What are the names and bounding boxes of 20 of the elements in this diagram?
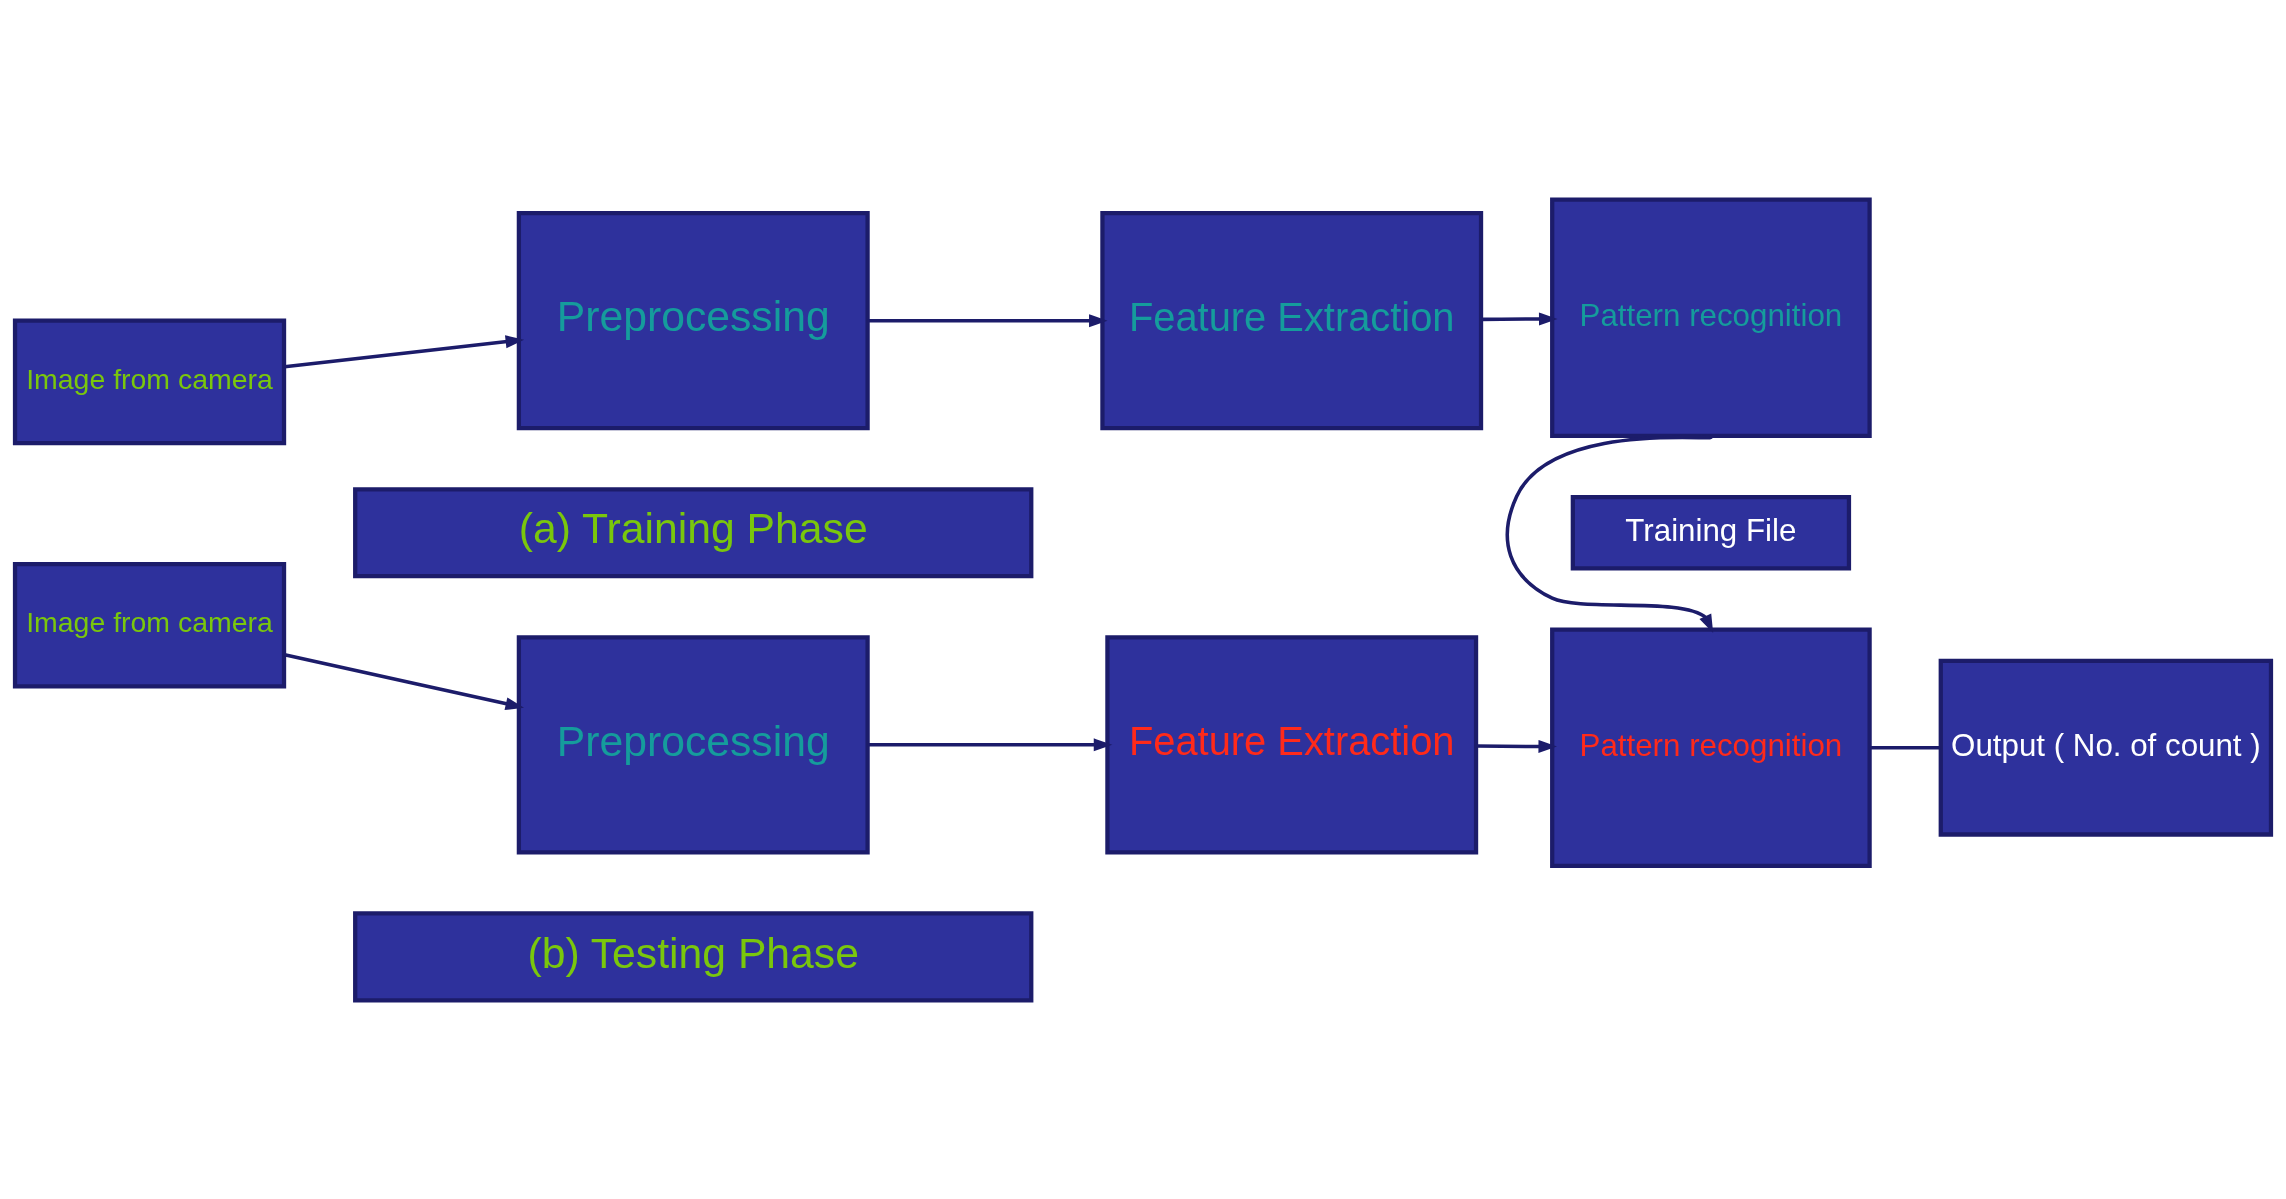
node-box: Image from camera — [12, 561, 287, 689]
arrow — [1505, 435, 1714, 633]
arrow — [1481, 312, 1558, 325]
arrow — [284, 652, 525, 710]
node-box: (a) Training Phase — [353, 486, 1034, 578]
connector — [1870, 745, 1941, 749]
node-box: Pattern recognition — [1550, 626, 1872, 868]
arrow — [867, 313, 1108, 327]
node-box: Image from camera — [12, 318, 287, 445]
arrow — [1476, 739, 1557, 753]
arrow — [284, 334, 525, 368]
node-box: Feature Extraction — [1100, 210, 1484, 430]
node-box: Output ( No. of count ) — [1938, 658, 2274, 837]
node-box: Feature Extraction — [1105, 634, 1479, 854]
node-box: Preprocessing — [516, 634, 870, 854]
node-box: Preprocessing — [516, 210, 870, 430]
node-box: (b) Testing Phase — [353, 910, 1034, 1002]
node-box: Training File — [1570, 494, 1852, 570]
node-box: Pattern recognition — [1550, 197, 1872, 438]
arrow — [867, 737, 1113, 751]
